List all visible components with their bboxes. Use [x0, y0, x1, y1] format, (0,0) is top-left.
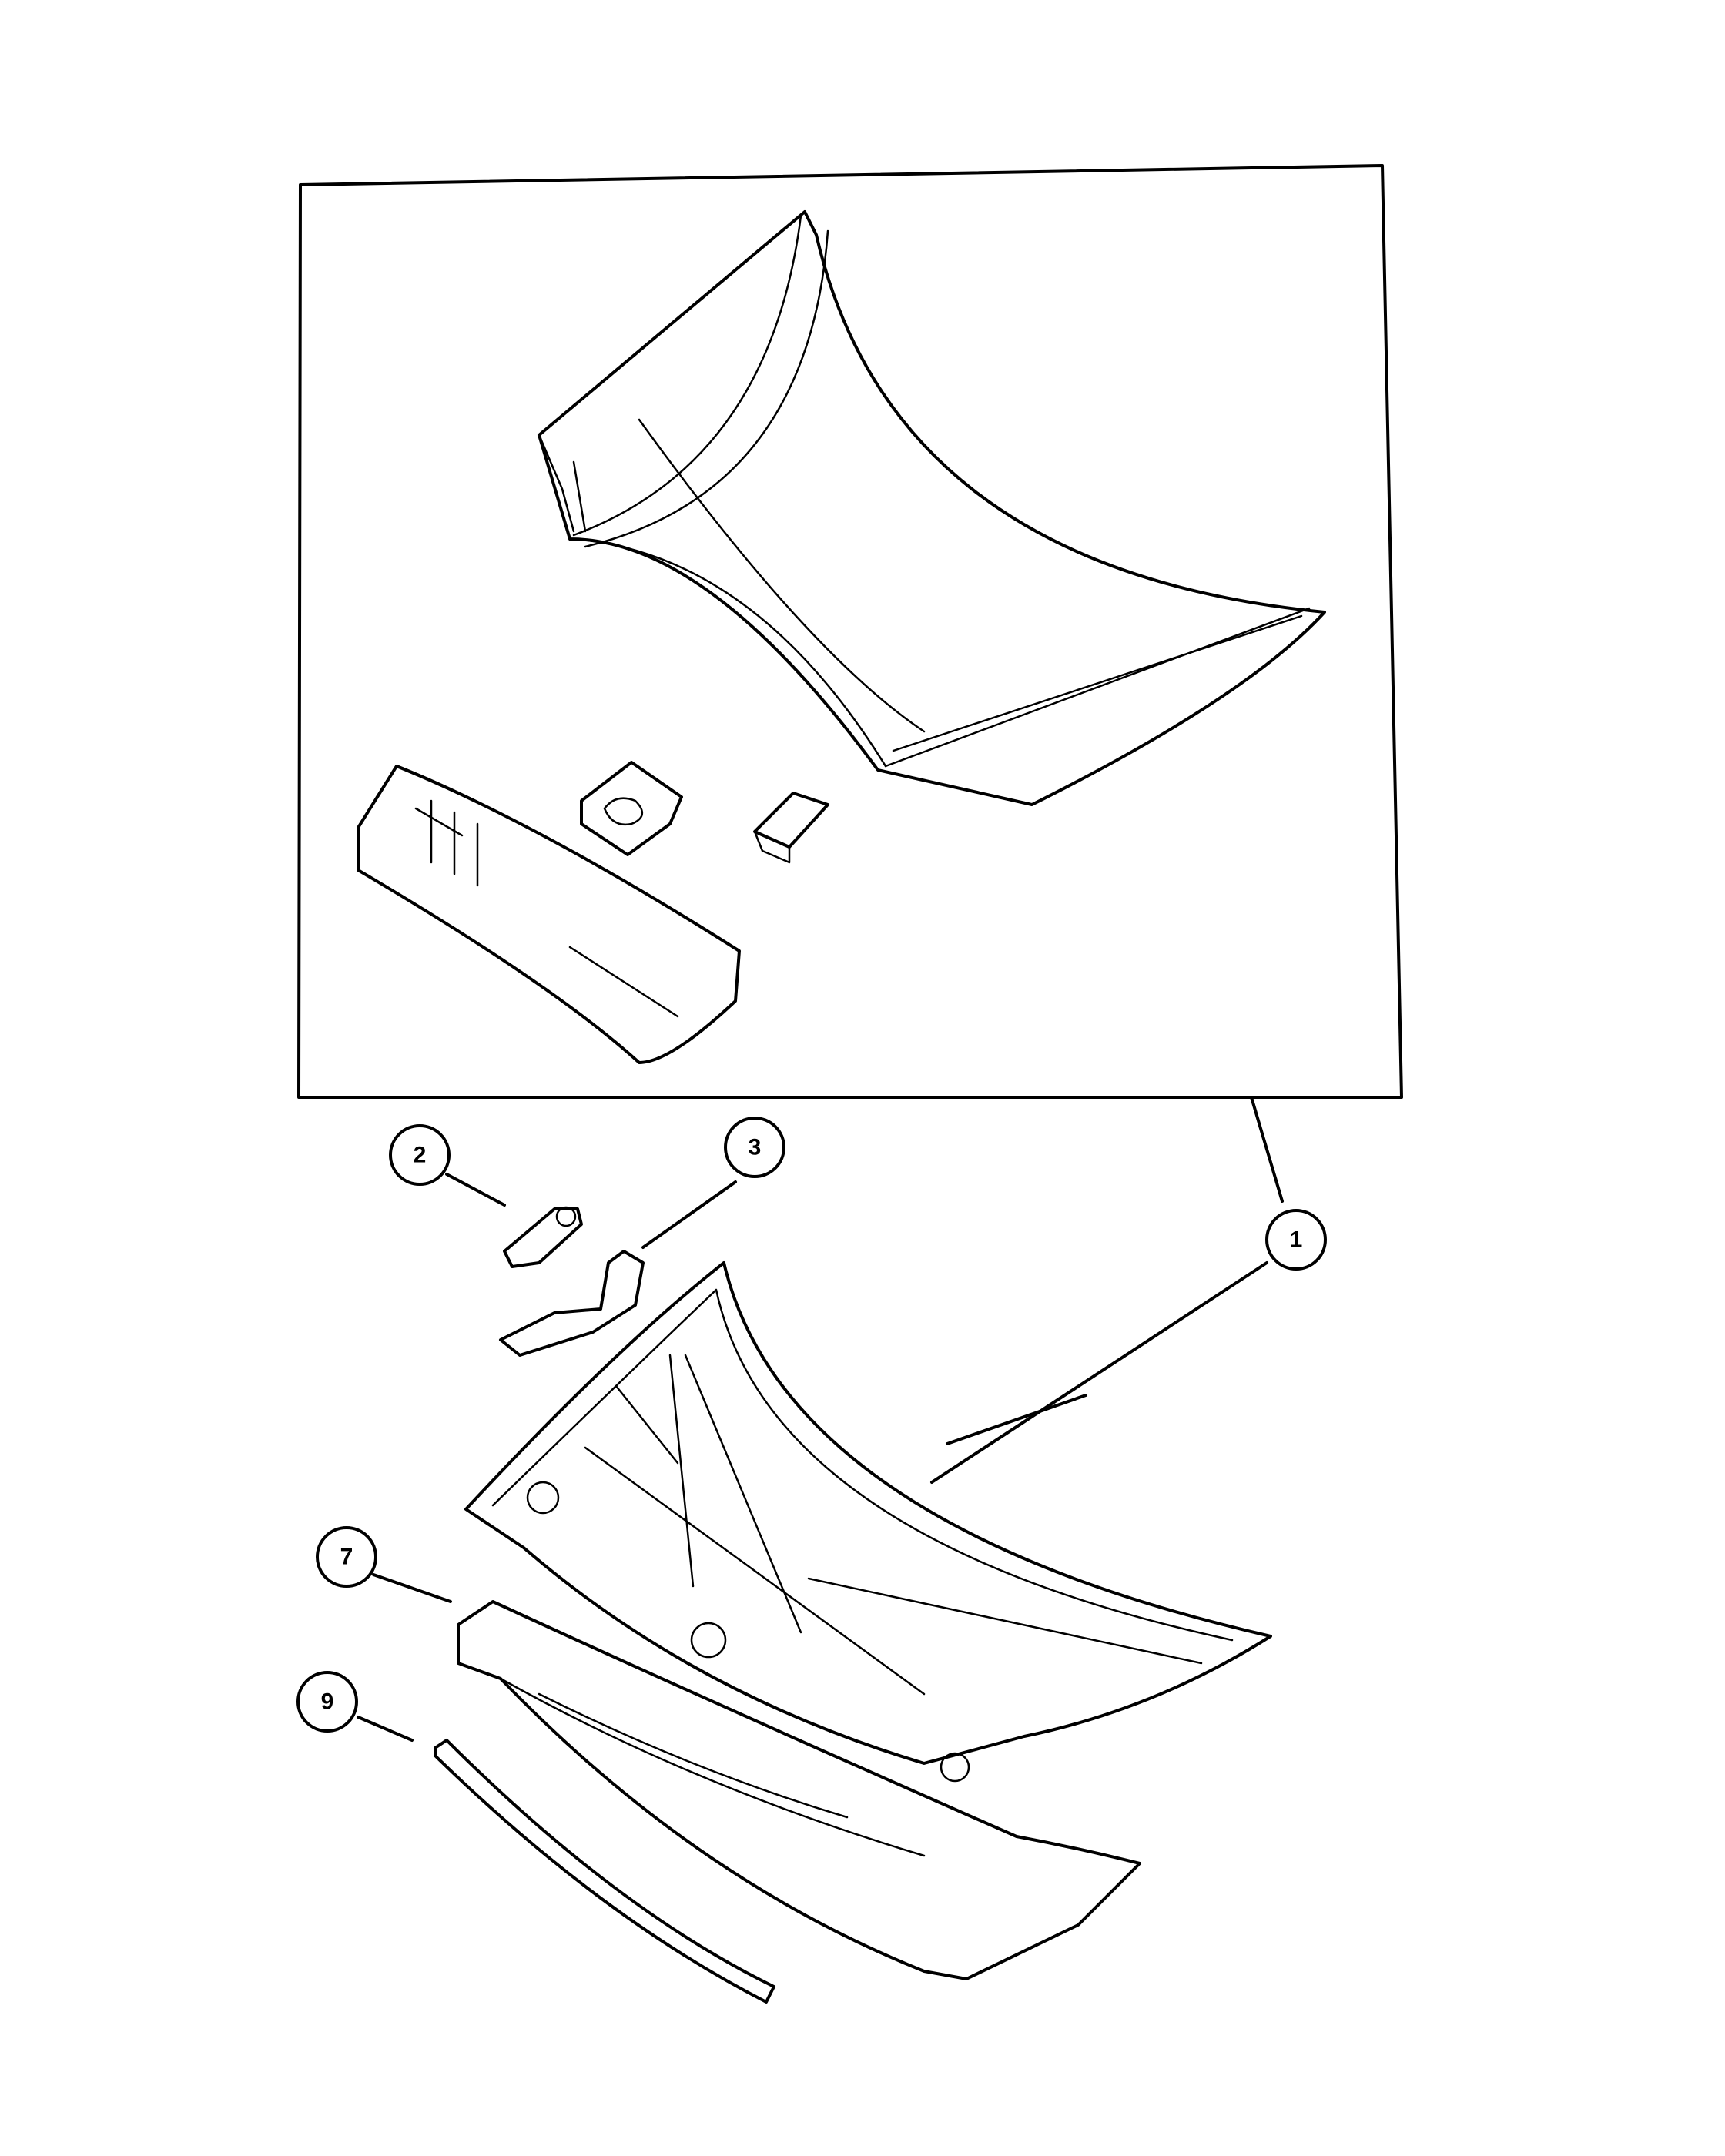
- insulator-pad-inset: [357, 765, 741, 1064]
- callout-1: 1: [1265, 1209, 1327, 1270]
- hood-seal-strip: [434, 1739, 775, 2004]
- callout-7: 7: [316, 1526, 377, 1588]
- callout-3-label: 3: [749, 1135, 762, 1160]
- callout-9-label: 9: [321, 1689, 334, 1715]
- inset-frame: [297, 164, 1403, 1099]
- hood-panel-top-view: [538, 210, 1326, 806]
- leader-lines: [357, 1096, 1284, 1742]
- callout-1-label: 1: [1290, 1227, 1303, 1253]
- hood-prop-rod: [499, 1250, 645, 1357]
- callout-2: 2: [389, 1124, 451, 1186]
- hood-underside-view: [464, 1261, 1272, 1783]
- striker-bracket-inset: [580, 761, 683, 856]
- callout-3: 3: [724, 1116, 785, 1178]
- hood-insulator-pad: [457, 1600, 1141, 1980]
- callout-2-label: 2: [414, 1143, 427, 1168]
- bumper-block-inset: [753, 792, 829, 864]
- callout-7-label: 7: [340, 1545, 353, 1570]
- prop-rod-grommet: [503, 1206, 583, 1268]
- callout-9: 9: [296, 1671, 358, 1732]
